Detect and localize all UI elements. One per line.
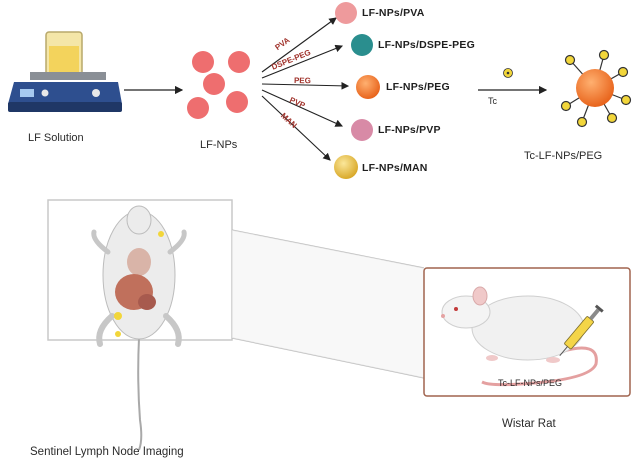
wistar-rat-illustration [441, 286, 604, 387]
product-label-dspe-peg: LF-NPs/DSPE-PEG [378, 39, 475, 51]
rat-injection-label: Tc-LF-NPs/PEG [498, 378, 563, 388]
hotplate-with-beaker [8, 31, 122, 112]
product-label-pva: LF-NPs/PVA [362, 7, 425, 19]
np-man [334, 155, 358, 179]
np-pvp [351, 119, 373, 141]
sentinel-imaging-caption: Sentinel Lymph Node Imaging [30, 446, 184, 458]
wistar-rat-caption: Wistar Rat [502, 418, 556, 430]
coating-arrow-label-peg: PEG [293, 76, 311, 86]
tc-labeled-np [560, 49, 632, 128]
coating-arrows [261, 17, 350, 161]
lf-nps-label: LF-NPs [200, 139, 238, 151]
final-product-label: Tc-LF-NPs/PEG [524, 150, 603, 162]
np-peg [356, 75, 380, 99]
lf-nps-cluster [187, 51, 250, 119]
product-label-pvp: LF-NPs/PVP [378, 124, 441, 136]
rat-dissection [91, 205, 187, 451]
np-pva [335, 2, 357, 24]
radiolabel-arrow-label: Tc [488, 96, 497, 106]
lf-solution-label: LF Solution [28, 132, 84, 144]
np-dspe-peg [351, 34, 373, 56]
product-label-peg: LF-NPs/PEG [386, 81, 450, 93]
radioactive-icon [503, 68, 513, 78]
product-label-man: LF-NPs/MAN [362, 162, 428, 174]
